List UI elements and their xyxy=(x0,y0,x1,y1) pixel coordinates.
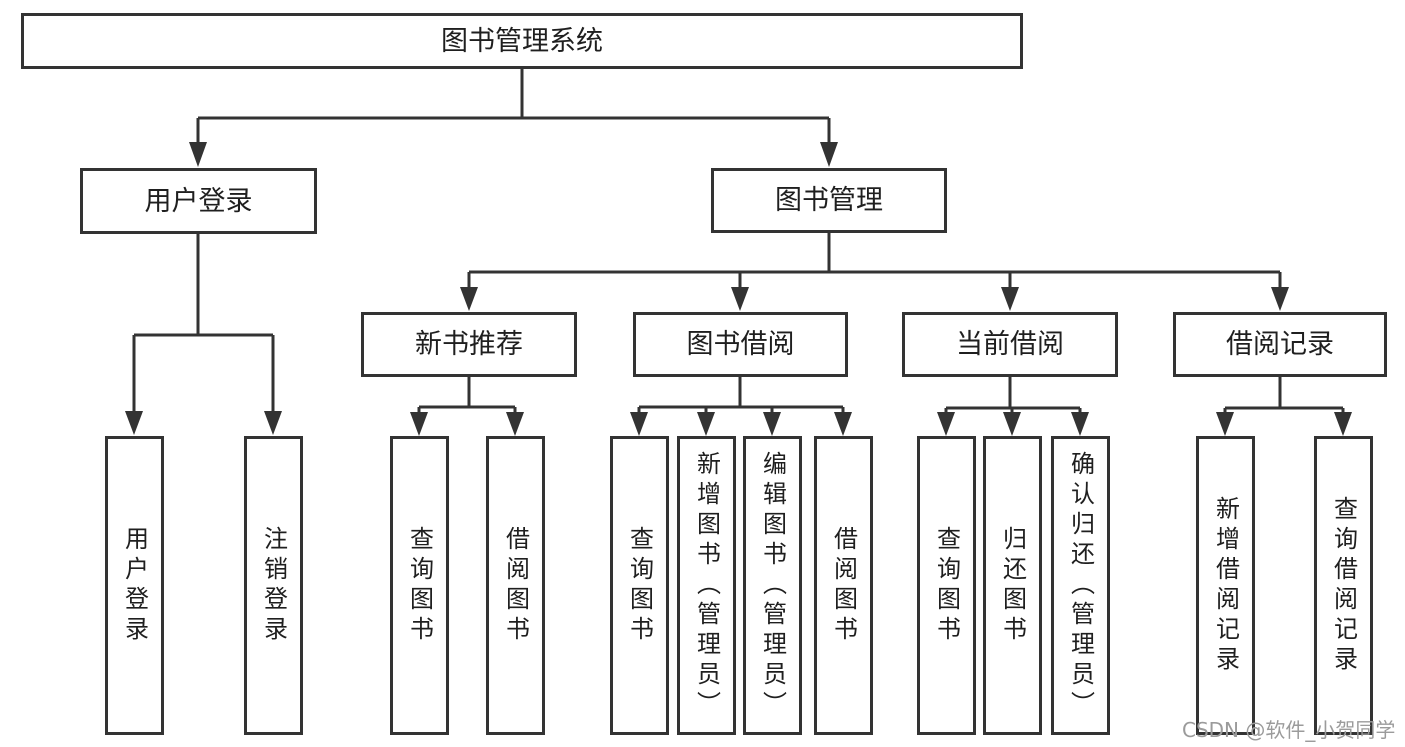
node-label: 确认归还（管理员） xyxy=(1066,450,1095,721)
node-label: 归还图书 xyxy=(998,525,1027,646)
node-label: 注销登录 xyxy=(259,525,288,646)
node-label: 用户登录 xyxy=(144,185,253,217)
node-label: 新增借阅记录 xyxy=(1211,495,1240,676)
node-user-login: 用户登录 xyxy=(80,168,317,234)
node-leaf-add-books-admin: 新增图书（管理员） xyxy=(677,436,736,735)
node-label: 用户登录 xyxy=(120,525,149,646)
node-label: 借阅记录 xyxy=(1226,329,1334,360)
node-leaf-return-books: 归还图书 xyxy=(983,436,1042,735)
connector-user-login-branch xyxy=(125,234,282,435)
connector-book-management-branch xyxy=(460,233,1289,311)
node-label: 图书借阅 xyxy=(686,329,795,360)
connector-borrow-records-branch xyxy=(1216,377,1352,436)
node-book-management: 图书管理 xyxy=(711,168,947,233)
node-label: 查询图书 xyxy=(932,525,961,646)
node-leaf-query-books-borrow: 查询图书 xyxy=(610,436,669,735)
node-leaf-user-login: 用户登录 xyxy=(105,436,164,735)
node-leaf-query-borrow-record: 查询借阅记录 xyxy=(1314,436,1373,735)
connector-book-borrow-branch xyxy=(630,377,852,436)
node-label: 新增图书（管理员） xyxy=(692,450,721,721)
node-leaf-borrow-books-recommend: 借阅图书 xyxy=(486,436,545,735)
node-label: 查询图书 xyxy=(625,525,654,646)
node-root-library-management-system: 图书管理系统 xyxy=(21,13,1023,69)
node-new-book-recommend: 新书推荐 xyxy=(361,312,577,377)
node-leaf-borrow-books: 借阅图书 xyxy=(814,436,873,735)
node-label: 图书管理 xyxy=(775,185,883,216)
node-label: 借阅图书 xyxy=(501,525,530,646)
node-label: 查询图书 xyxy=(405,525,434,646)
node-label: 查询借阅记录 xyxy=(1329,495,1358,676)
node-label: 新书推荐 xyxy=(415,329,523,360)
node-label: 借阅图书 xyxy=(829,525,858,646)
node-label: 当前借阅 xyxy=(956,329,1064,360)
connector-current-borrow-branch xyxy=(937,377,1089,436)
node-label: 编辑图书（管理员） xyxy=(758,450,787,721)
connector-root-to-level2 xyxy=(189,68,838,167)
csdn-watermark: CSDN @软件_小贺同学 xyxy=(1182,718,1396,742)
node-current-borrow: 当前借阅 xyxy=(902,312,1118,377)
node-label: 图书管理系统 xyxy=(441,25,603,57)
connector-new-book-branch xyxy=(410,377,524,436)
node-borrow-records: 借阅记录 xyxy=(1173,312,1387,377)
node-book-borrow: 图书借阅 xyxy=(633,312,848,377)
node-leaf-add-borrow-record: 新增借阅记录 xyxy=(1196,436,1255,735)
node-leaf-query-books-current: 查询图书 xyxy=(917,436,976,735)
node-leaf-logout: 注销登录 xyxy=(244,436,303,735)
node-leaf-edit-books-admin: 编辑图书（管理员） xyxy=(743,436,802,735)
node-leaf-query-books-recommend: 查询图书 xyxy=(390,436,449,735)
node-leaf-confirm-return-admin: 确认归还（管理员） xyxy=(1051,436,1110,735)
